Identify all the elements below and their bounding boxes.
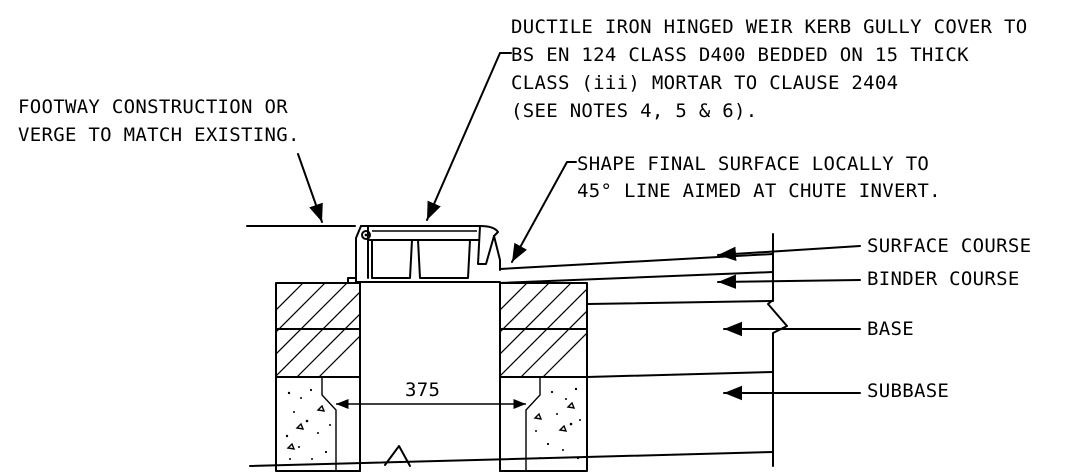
shape-surface-leader	[511, 161, 577, 263]
formation-line	[249, 451, 774, 467]
left-concrete-pocket	[321, 377, 337, 471]
left-hatch	[276, 283, 360, 378]
right-surround	[499, 282, 588, 472]
shape-note: SHAPE FINAL SURFACE LOCALLY TO 45° LINE …	[577, 153, 941, 202]
subbase-label: SUBBASE	[867, 380, 949, 402]
cover-note-line-4: (SEE NOTES 4, 5 & 6).	[511, 100, 758, 122]
layer-lines	[246, 225, 788, 467]
shape-note-line-1: SHAPE FINAL SURFACE LOCALLY TO	[577, 153, 929, 175]
base-top-line	[586, 300, 774, 305]
weir-kerb-nose	[477, 225, 495, 265]
binder-course-line	[499, 271, 774, 284]
gully-cover	[347, 225, 501, 284]
footway-note-line-2: VERGE TO MATCH EXISTING.	[18, 124, 300, 146]
binder-course-label: BINDER COURSE	[867, 268, 1020, 290]
cover-note: DUCTILE IRON HINGED WEIR KERB GULLY COVE…	[511, 16, 1028, 122]
bottom-break-symbol	[384, 445, 411, 467]
subbase-top-line	[586, 371, 774, 378]
binder-course-leader	[717, 274, 861, 289]
gully-chamber	[359, 282, 501, 472]
weir-kerb-face	[493, 235, 501, 271]
frame-base-flange	[347, 277, 501, 284]
surface-course-leader	[717, 245, 861, 262]
footway-note: FOOTWAY CONSTRUCTION OR VERGE TO MATCH E…	[18, 96, 300, 146]
dimension-375-label: 375	[405, 379, 440, 401]
grate-bar-right	[417, 239, 471, 279]
hinge-icon	[361, 230, 371, 240]
grate-bar-left	[371, 239, 413, 279]
cover-note-line-2: BS EN 124 CLASS D400 BEDDED ON 15 THICK	[511, 44, 969, 66]
footway-leader	[297, 153, 323, 223]
right-concrete-stipple	[533, 387, 581, 460]
left-surround	[275, 282, 361, 472]
cover-note-leader	[426, 52, 512, 221]
shape-note-line-2: 45° LINE AIMED AT CHUTE INVERT.	[577, 180, 941, 202]
surface-course-label: SURFACE COURSE	[867, 235, 1031, 257]
right-break-line	[767, 233, 788, 467]
base-label: BASE	[867, 318, 914, 340]
right-hatch	[500, 283, 587, 378]
surface-course-top-line	[499, 253, 774, 270]
footway-note-line-1: FOOTWAY CONSTRUCTION OR	[18, 96, 288, 118]
left-concrete-stipple	[285, 388, 331, 460]
leader-lines	[297, 52, 861, 401]
cover-note-line-1: DUCTILE IRON HINGED WEIR KERB GULLY COVE…	[511, 16, 1028, 38]
right-concrete-pocket	[525, 377, 541, 471]
cover-note-line-3: CLASS (iii) MORTAR TO CLAUSE 2404	[511, 72, 898, 94]
